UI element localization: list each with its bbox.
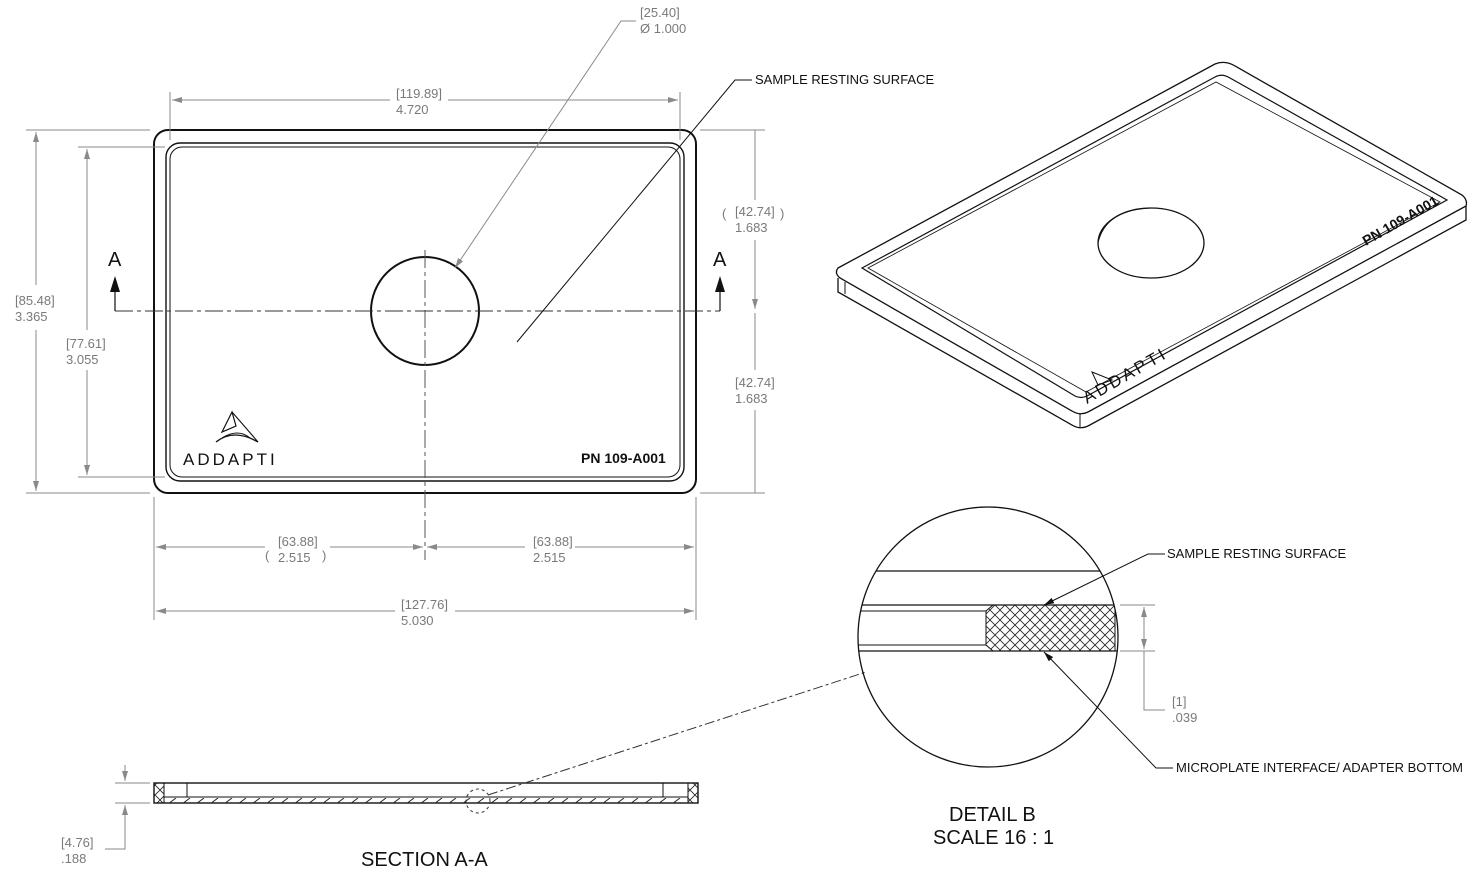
left-half-width-in: 2.515: [278, 550, 311, 565]
section-thickness-mm: [4.76]: [61, 835, 94, 850]
iso-logo-icon: [1091, 371, 1114, 386]
upper-half-dim-mm: [42.74]: [735, 204, 775, 219]
hole-dim-in: Ø 1.000: [640, 21, 686, 36]
section-marker-right: A: [713, 249, 727, 271]
svg-text:(: (: [722, 206, 727, 221]
callout-sample-resting-surface: SAMPLE RESTING SURFACE: [755, 72, 934, 87]
left-half-width-mm: [63.88]: [278, 534, 318, 549]
lower-half-dim-in: 1.683: [735, 391, 768, 406]
height-dim-in: 3.365: [15, 309, 48, 324]
section-view: [4.76] .188 SECTION A-A: [61, 671, 867, 870]
total-width-mm: [127.76]: [401, 597, 448, 612]
hole-dim-mm: [25.40]: [640, 5, 680, 20]
detail-callout-bottom: MICROPLATE INTERFACE/ ADAPTER BOTTOM: [1176, 760, 1463, 775]
total-width-in: 5.030: [401, 613, 434, 628]
svg-text:): ): [322, 548, 326, 563]
detail-b-circle: [465, 788, 491, 814]
detail-thickness-mm: [1]: [1172, 694, 1186, 709]
right-half-width-mm: [63.88]: [533, 534, 573, 549]
height-dim-mm: [85.48]: [15, 293, 55, 308]
addapti-logo-icon: [215, 410, 259, 443]
section-arrow-right-icon: [715, 276, 725, 292]
section-thickness-in: .188: [61, 851, 86, 866]
part-number: PN 109-A001: [581, 450, 666, 466]
detail-title: DETAIL B: [949, 804, 1036, 826]
section-marker-left: A: [108, 249, 122, 271]
detail-view: SAMPLE RESTING SURFACE MICROPLATE INTERF…: [857, 506, 1463, 849]
svg-text:(: (: [265, 548, 270, 563]
detail-thickness-in: .039: [1172, 710, 1197, 725]
inner-height-dim-in: 3.055: [66, 352, 99, 367]
detail-callout-top: SAMPLE RESTING SURFACE: [1167, 546, 1346, 561]
section-title: SECTION A-A: [361, 849, 488, 870]
right-half-width-in: 2.515: [533, 550, 566, 565]
width-dim-mm: [119.89]: [396, 86, 442, 101]
width-dim-in: 4.720: [396, 102, 429, 117]
detail-scale: SCALE 16 : 1: [933, 827, 1054, 849]
inner-height-dim-mm: [77.61]: [66, 336, 106, 351]
brand-text: ADDAPTI: [183, 450, 278, 469]
top-view: A A ADDAPTI PN 109-A001 [25.40] Ø 1.000 …: [15, 5, 934, 628]
lower-half-dim-mm: [42.74]: [735, 375, 775, 390]
section-arrow-left-icon: [110, 276, 120, 292]
svg-text:): ): [780, 206, 784, 221]
plate-rim-inner: [165, 142, 685, 482]
upper-half-dim-in: 1.683: [735, 220, 768, 235]
isometric-view: PN 109-A001 ADDAPTI: [835, 61, 1468, 429]
